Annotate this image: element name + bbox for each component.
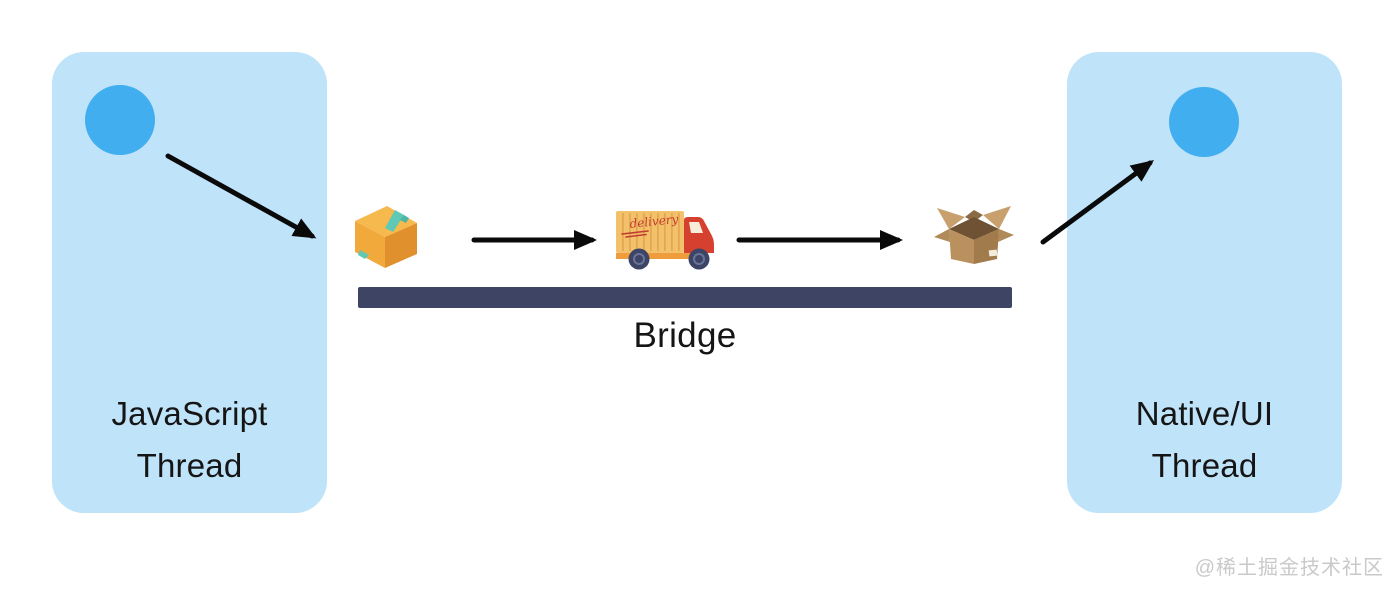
js-message-circle xyxy=(85,85,155,155)
watermark-text: @稀土掘金技术社区 xyxy=(1194,557,1384,579)
native-ui-thread-label: Native/UI Thread xyxy=(1067,388,1342,492)
native-message-circle xyxy=(1169,87,1239,157)
truck-delivery-text: delivery xyxy=(629,212,679,231)
native-ui-thread-label-line2: Thread xyxy=(1151,447,1258,484)
unpacked-message-box-icon xyxy=(934,206,1014,264)
javascript-thread-label-line2: Thread xyxy=(136,447,243,484)
javascript-thread-panel: JavaScript Thread xyxy=(52,52,327,513)
native-ui-thread-label-line1: Native/UI xyxy=(1135,395,1274,432)
native-ui-thread-panel: Native/UI Thread xyxy=(1067,52,1342,513)
javascript-thread-label-line1: JavaScript xyxy=(111,395,268,432)
bridge-bar xyxy=(358,287,1012,308)
packed-message-box-icon xyxy=(355,206,417,268)
bridge-label: Bridge xyxy=(633,316,737,355)
javascript-thread-label: JavaScript Thread xyxy=(52,388,327,492)
delivery-truck-icon: delivery xyxy=(616,211,714,270)
